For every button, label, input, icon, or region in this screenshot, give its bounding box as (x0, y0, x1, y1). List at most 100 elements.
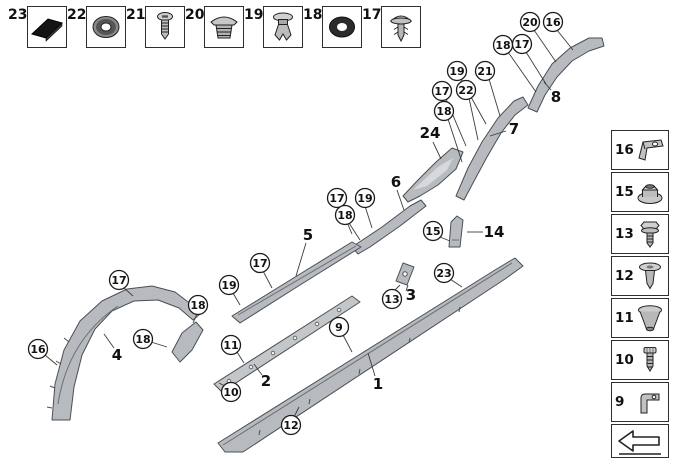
callout-17[interactable]: 17 (108, 269, 130, 291)
callout-number: 18 (135, 333, 150, 346)
legend-item-10[interactable]: 10 (611, 340, 669, 380)
callout-18[interactable]: 18 (132, 328, 154, 350)
callout-number: 18 (190, 299, 205, 312)
leader-line (432, 141, 442, 160)
clamp-icon (640, 393, 660, 414)
legend-icon-wrap-9 (632, 386, 668, 418)
leader-line (122, 286, 134, 297)
legend-box-23[interactable] (27, 6, 67, 48)
leader-line (543, 81, 552, 91)
callout-circle (108, 269, 130, 291)
legend-number-9: 9 (615, 394, 625, 410)
callout-circle (280, 414, 302, 436)
callout-circle (455, 79, 477, 101)
part-4-front-arch-trim[interactable] (51, 285, 201, 421)
part-label-14[interactable]: 14 (484, 223, 505, 241)
legend-item-16[interactable]: 16 (611, 130, 669, 170)
callout-22[interactable]: 22 (455, 79, 477, 101)
leader-line (489, 130, 507, 137)
callout-18[interactable]: 18 (334, 204, 356, 226)
legend-item-20: 20 (185, 6, 244, 48)
part-label-3[interactable]: 3 (406, 286, 416, 304)
legend-box-17[interactable] (381, 6, 421, 48)
leader-line (342, 334, 353, 353)
part-8-rear-upper-trim[interactable] (527, 37, 605, 113)
callout-10[interactable]: 10 (220, 381, 242, 403)
callout-number: 17 (514, 38, 529, 51)
callout-20[interactable]: 20 (519, 11, 541, 33)
callout-18[interactable]: 18 (433, 100, 455, 122)
leader-line (488, 78, 501, 117)
legend-box-18[interactable] (322, 6, 362, 48)
legend-box-20[interactable] (204, 6, 244, 48)
callout-circle (27, 338, 49, 360)
callout-18[interactable]: 18 (187, 294, 209, 316)
callout-12[interactable]: 12 (280, 414, 302, 436)
part-2-holes (226, 307, 342, 384)
part-label-8[interactable]: 8 (551, 88, 561, 106)
flange-nut-icon (637, 184, 663, 204)
callout-17[interactable]: 17 (511, 33, 533, 55)
callout-circle (446, 60, 468, 82)
part-label-4[interactable]: 4 (112, 346, 122, 364)
part-label-24[interactable]: 24 (420, 124, 441, 142)
legend-icon-wrap-10 (632, 344, 668, 376)
part-5-crease (237, 245, 357, 316)
leader-lines-layer (44, 29, 574, 418)
part-label-2[interactable]: 2 (261, 372, 271, 390)
callout-17[interactable]: 17 (326, 187, 348, 209)
legend-item-13[interactable]: 13 (611, 214, 669, 254)
legend-box-21[interactable] (145, 6, 185, 48)
callout-19[interactable]: 19 (354, 187, 376, 209)
callout-number: 18 (436, 105, 451, 118)
part-label-6[interactable]: 6 (391, 173, 401, 191)
adhesive-pad-icon (31, 18, 63, 42)
callout-number: 20 (522, 16, 538, 29)
legend-item-12[interactable]: 12 (611, 256, 669, 296)
part-label-5[interactable]: 5 (303, 226, 313, 244)
callout-9[interactable]: 9 (328, 316, 350, 338)
leader-line (449, 278, 463, 288)
part-6-trim[interactable] (351, 199, 427, 255)
callout-number: 9 (335, 321, 343, 334)
direction-arrow-icon (618, 430, 661, 455)
callout-19[interactable]: 19 (218, 274, 240, 296)
grommet-icon (329, 16, 355, 38)
part-14-bracket[interactable] (448, 215, 464, 248)
callout-11[interactable]: 11 (220, 334, 242, 356)
callout-number: 17 (252, 257, 267, 270)
part-7-rear-arch-trim[interactable] (455, 96, 529, 201)
part-label-1[interactable]: 1 (373, 375, 383, 393)
legend-item-9[interactable]: 9 (611, 382, 669, 422)
callout-circle (511, 33, 533, 55)
callout-17[interactable]: 17 (431, 80, 453, 102)
callout-23[interactable]: 23 (433, 262, 455, 284)
callout-15[interactable]: 15 (422, 220, 444, 242)
callout-21[interactable]: 21 (474, 60, 496, 82)
washer-icon (92, 16, 120, 38)
callout-17[interactable]: 17 (249, 252, 271, 274)
callout-number: 12 (283, 419, 298, 432)
part-4-end-piece[interactable] (171, 321, 204, 363)
part-label-7[interactable]: 7 (509, 120, 519, 138)
callout-circle (132, 328, 154, 350)
legend-box-19[interactable] (263, 6, 303, 48)
callout-19[interactable]: 19 (446, 60, 468, 82)
callout-13[interactable]: 13 (381, 288, 403, 310)
callout-number: 17 (111, 274, 126, 287)
callout-16[interactable]: 16 (542, 11, 564, 33)
leader-line (556, 29, 574, 51)
legend-number-17: 17 (362, 7, 382, 23)
legend-box-22[interactable] (86, 6, 126, 48)
leader-line (533, 29, 557, 63)
callout-18[interactable]: 18 (492, 34, 514, 56)
part-1-sill[interactable] (217, 257, 524, 453)
callout-16[interactable]: 16 (27, 338, 49, 360)
legend-number-22: 22 (67, 7, 87, 23)
legend-item-15[interactable]: 15 (611, 172, 669, 212)
legend-item-11[interactable]: 11 (611, 298, 669, 338)
callout-number: 16 (30, 343, 46, 356)
leader-line (468, 97, 479, 141)
